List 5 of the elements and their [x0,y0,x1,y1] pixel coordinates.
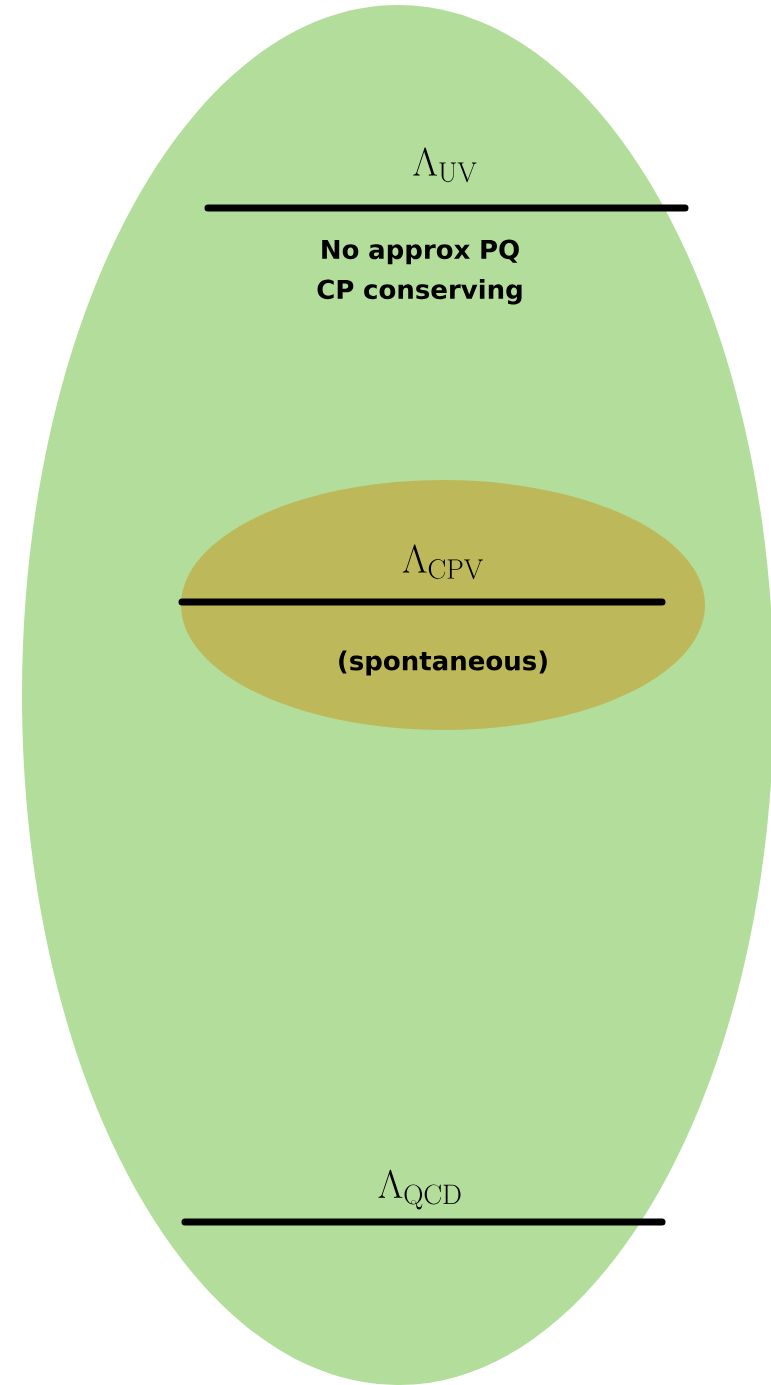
scale-label: $\Lambda_{\mathrm{QCD}}$ [378,1169,461,1210]
note-text: No approx PQ CP conserving [317,239,522,305]
note-text: (spontaneous) [339,650,547,676]
scale-label: $\Lambda_{\mathrm{UV}}$ [413,147,477,183]
scale-label: $\Lambda_{\mathrm{CPV}}$ [402,544,483,580]
